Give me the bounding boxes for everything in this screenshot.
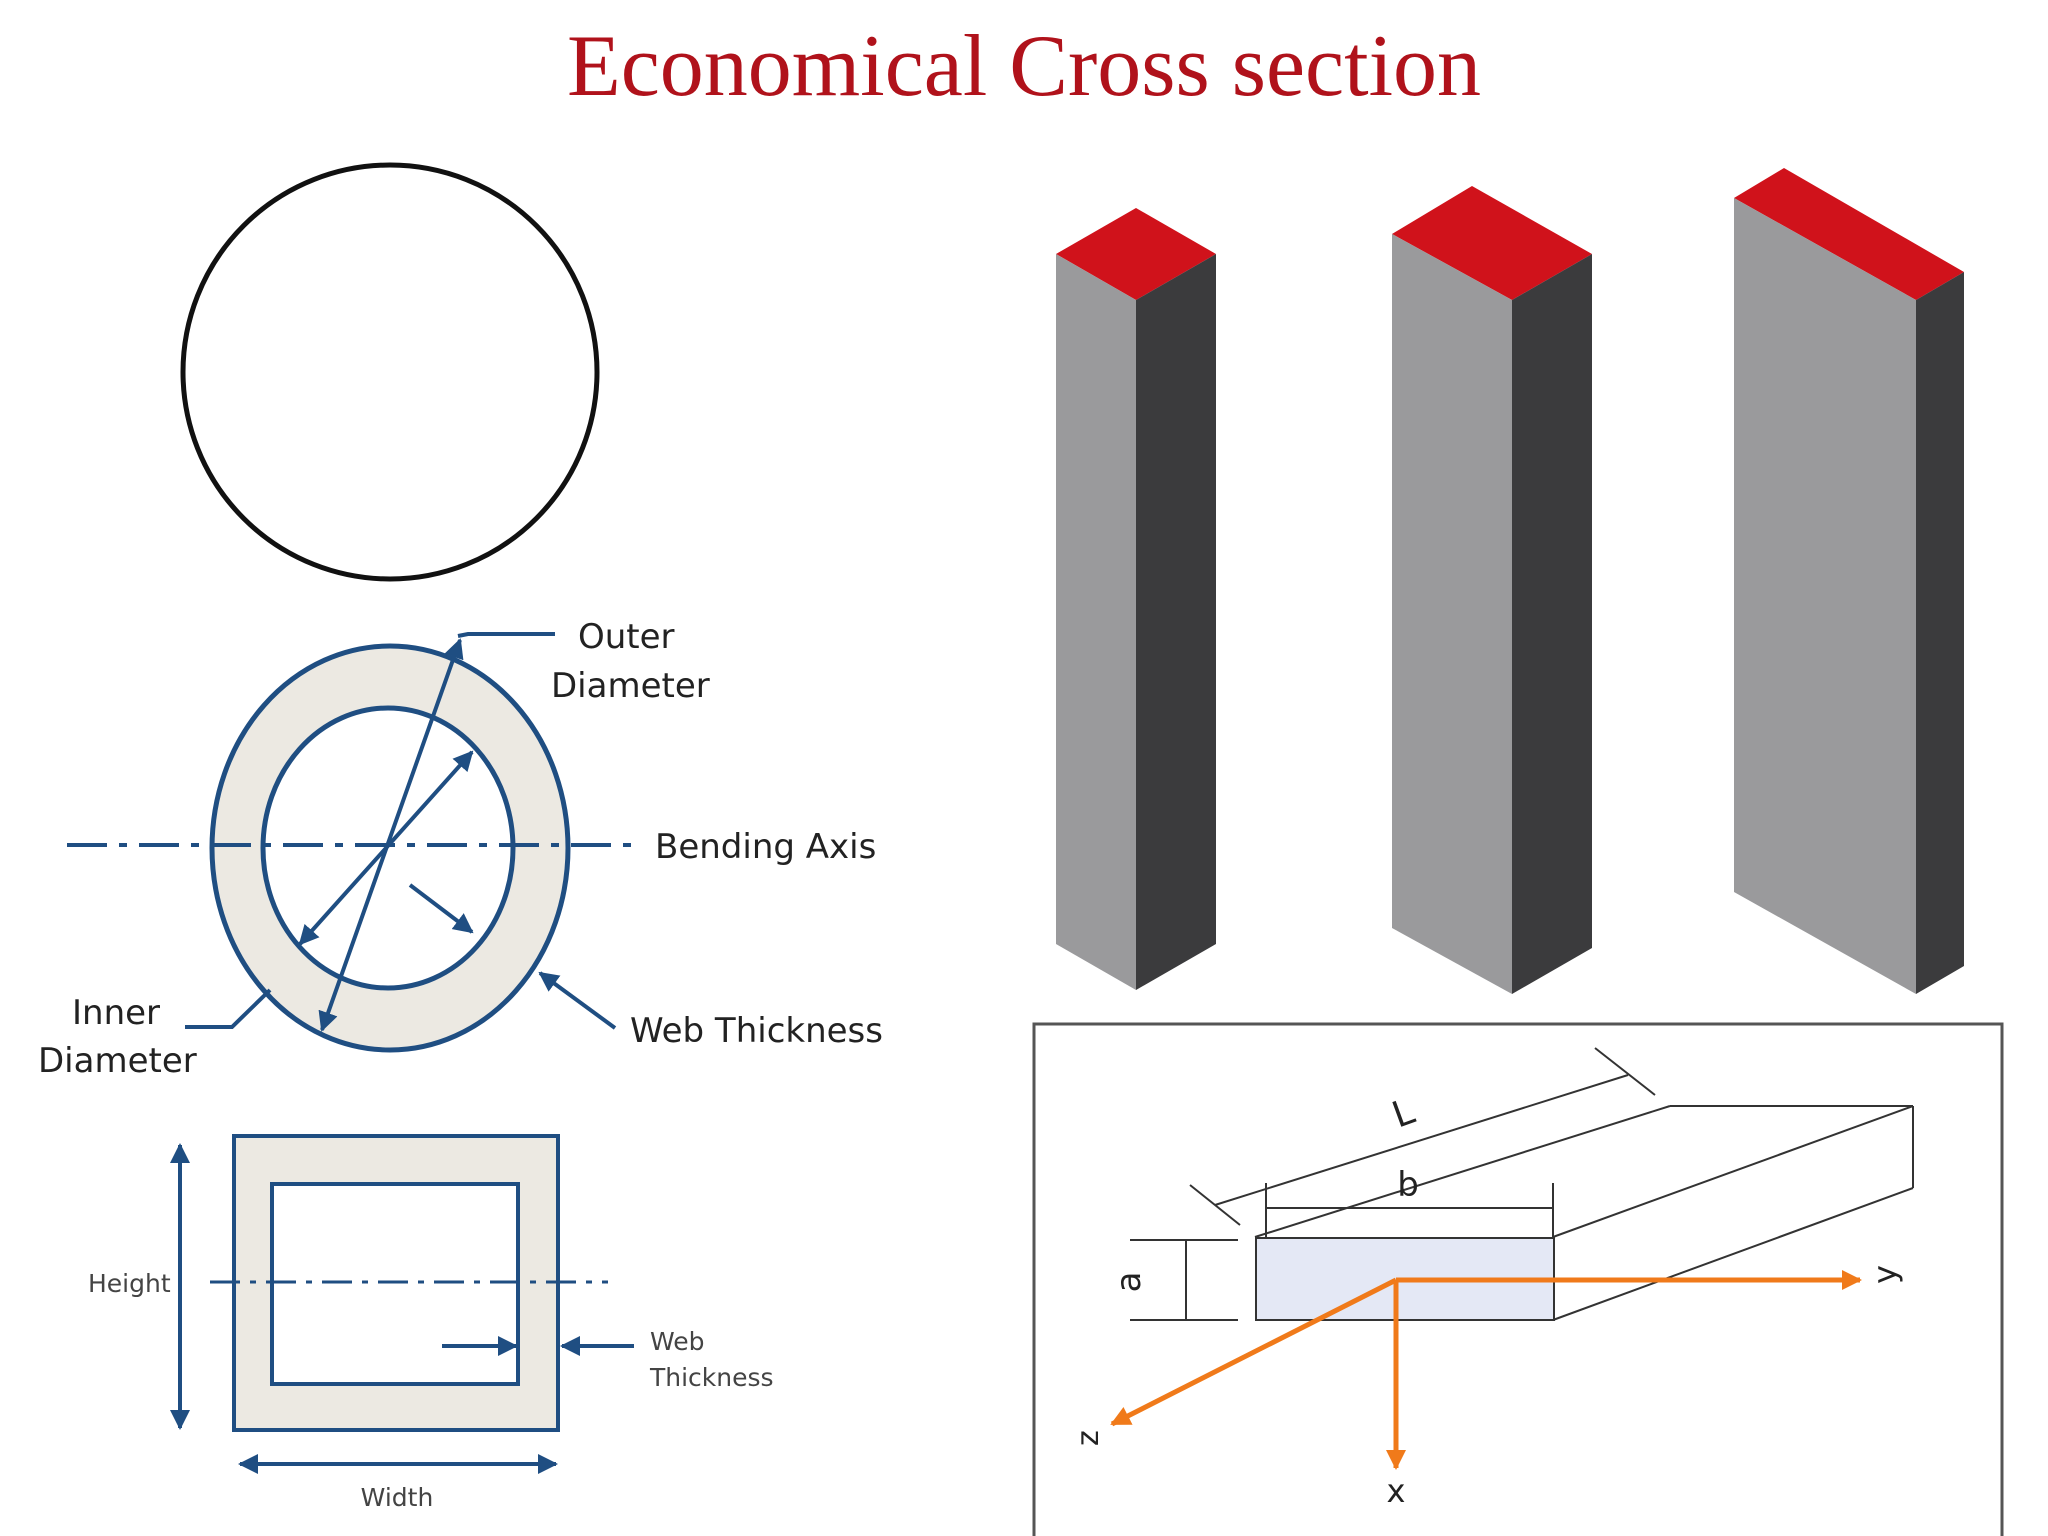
bar-2	[1392, 186, 1592, 994]
hollow-square-diagram: Height Width Web Thickness	[88, 1134, 774, 1512]
inner-diameter-label-1: Inner	[72, 993, 160, 1033]
dimension-l-tick-end	[1594, 1047, 1656, 1096]
web-thickness-label: Web Thickness	[630, 1011, 883, 1051]
z-axis-label: z	[1071, 1430, 1106, 1446]
page-title: Economical Cross section	[567, 18, 1481, 115]
beam-edge-top-right	[1552, 1105, 1914, 1238]
a-label: a	[1109, 1272, 1149, 1293]
bar-3-front	[1734, 198, 1916, 994]
square-web-thickness-label-2: Thickness	[649, 1363, 774, 1392]
width-label: Width	[361, 1483, 434, 1512]
y-axis-label: y	[1866, 1265, 1904, 1284]
inner-diameter-arrow	[298, 750, 474, 946]
bar-1-front	[1056, 254, 1136, 990]
bar-2-front	[1392, 234, 1512, 994]
beam-diagram: L b a y z x	[1032, 1022, 2004, 1536]
inner-diameter-label-2: Diameter	[38, 1041, 197, 1081]
outer-diameter-label-2: Diameter	[551, 666, 710, 706]
dimension-l-tick-start	[1189, 1184, 1241, 1226]
outer-diameter-leader	[457, 632, 555, 638]
bar-2-top	[1392, 186, 1592, 300]
beam-edge-top-back	[1254, 1105, 1671, 1238]
web-thickness-arrow-outer	[538, 971, 617, 1030]
square-web-thickness-label-1: Web	[650, 1327, 705, 1356]
web-thickness-arrow-inner	[408, 883, 474, 934]
hollow-circle-diagram: Outer Diameter Bending Axis Inner Diamet…	[38, 617, 883, 1081]
bar-3	[1734, 168, 1964, 994]
dimension-l-line	[1214, 1074, 1629, 1206]
beam-edge-bottom-right	[1552, 1187, 1914, 1321]
inner-square	[270, 1182, 520, 1386]
bar-1-side	[1136, 254, 1216, 990]
x-axis-label: x	[1387, 1472, 1406, 1510]
z-axis-arrow	[1110, 1277, 1398, 1427]
inner-diameter-leader	[185, 988, 272, 1029]
height-label: Height	[88, 1269, 171, 1298]
bending-axis-label: Bending Axis	[655, 827, 876, 867]
bar-3-side	[1916, 272, 1964, 994]
bar-1	[1056, 208, 1216, 990]
bar-3-top	[1734, 168, 1964, 300]
bar-2-side	[1512, 254, 1592, 994]
outer-diameter-label-1: Outer	[578, 617, 675, 657]
b-label: b	[1397, 1165, 1419, 1205]
solid-circle-section	[180, 162, 600, 582]
